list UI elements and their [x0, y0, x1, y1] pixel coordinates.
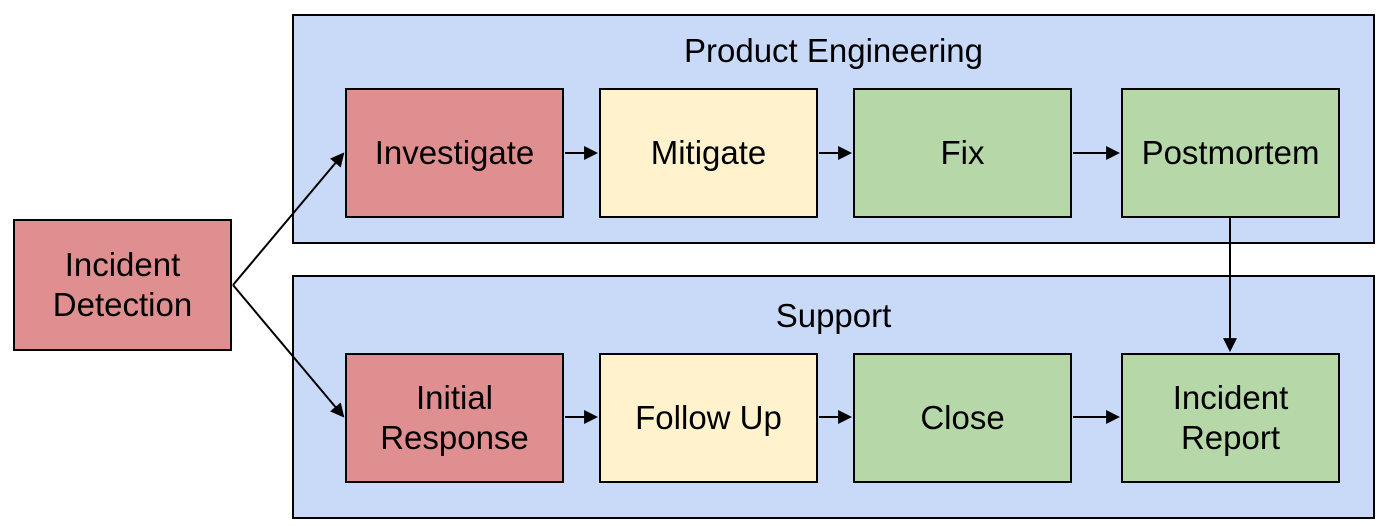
- node-fix-label: Fix: [940, 133, 985, 171]
- node-mitigate-label: Mitigate: [650, 133, 767, 171]
- node-follow-up-label: Follow Up: [635, 398, 782, 436]
- node-fix: Fix: [853, 88, 1072, 218]
- node-mitigate: Mitigate: [599, 88, 818, 218]
- node-postmortem: Postmortem: [1121, 88, 1340, 218]
- node-postmortem-label: Postmortem: [1141, 133, 1320, 171]
- node-incident-detection: Incident Detection: [13, 219, 232, 351]
- node-close-label: Close: [920, 398, 1005, 436]
- node-incident-detection-label: Incident Detection: [52, 245, 193, 323]
- node-investigate: Investigate: [345, 88, 564, 218]
- node-investigate-label: Investigate: [374, 133, 535, 171]
- node-close: Close: [853, 353, 1072, 483]
- node-initial-response-label: Initial Response: [380, 378, 529, 456]
- lane-support-title: Support: [775, 297, 892, 334]
- lane-product-engineering-title: Product Engineering: [683, 32, 984, 69]
- node-initial-response: Initial Response: [345, 353, 564, 483]
- node-incident-report-label: Incident Report: [1172, 378, 1289, 456]
- node-incident-report: Incident Report: [1121, 353, 1340, 483]
- node-follow-up: Follow Up: [599, 353, 818, 483]
